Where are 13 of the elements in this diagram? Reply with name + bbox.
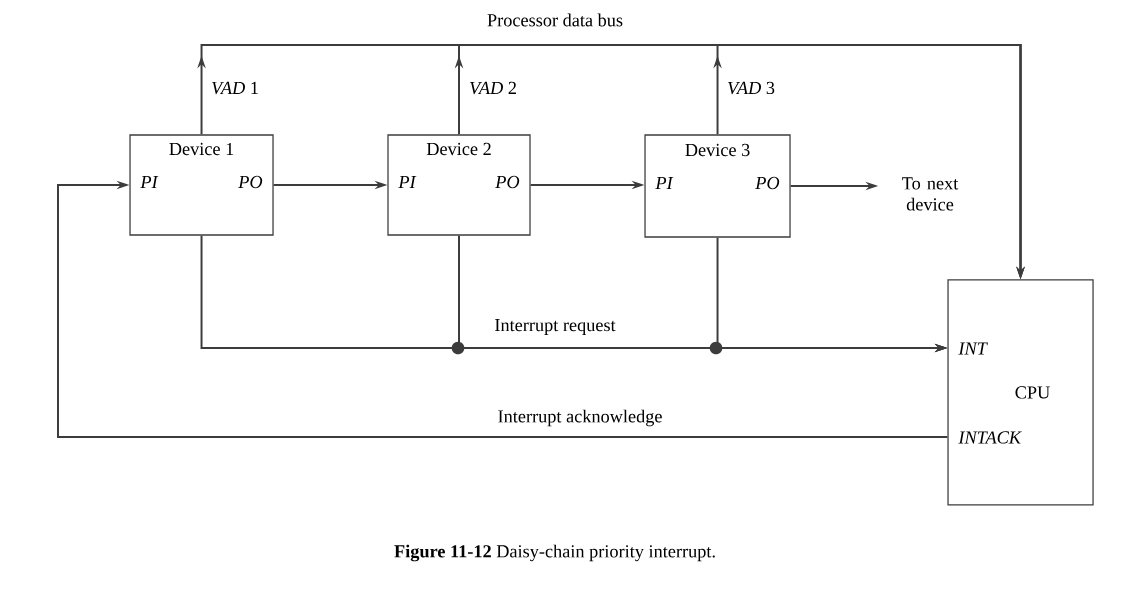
cpu-box: INT CPU INTACK [947, 279, 1094, 506]
edge-label: VAD 1 [209, 79, 262, 97]
device-box: Device 2 PI PO [387, 134, 531, 236]
device-box: Device 1 PI PO [129, 134, 274, 236]
bus-label: Processor data bus [484, 11, 626, 29]
bare-text: To next device [902, 177, 959, 211]
arrow [57, 180, 949, 438]
device-box: Device 3 PI PO [644, 134, 791, 238]
edge-label: Interrupt acknowledge [495, 407, 665, 429]
edge-label: Interrupt request [492, 316, 618, 338]
edge-label: VAD 2 [467, 79, 520, 97]
caption: Figure 11-12 Daisy-chain priority interrupt. [394, 544, 715, 562]
edge-label: VAD 3 [725, 79, 778, 97]
